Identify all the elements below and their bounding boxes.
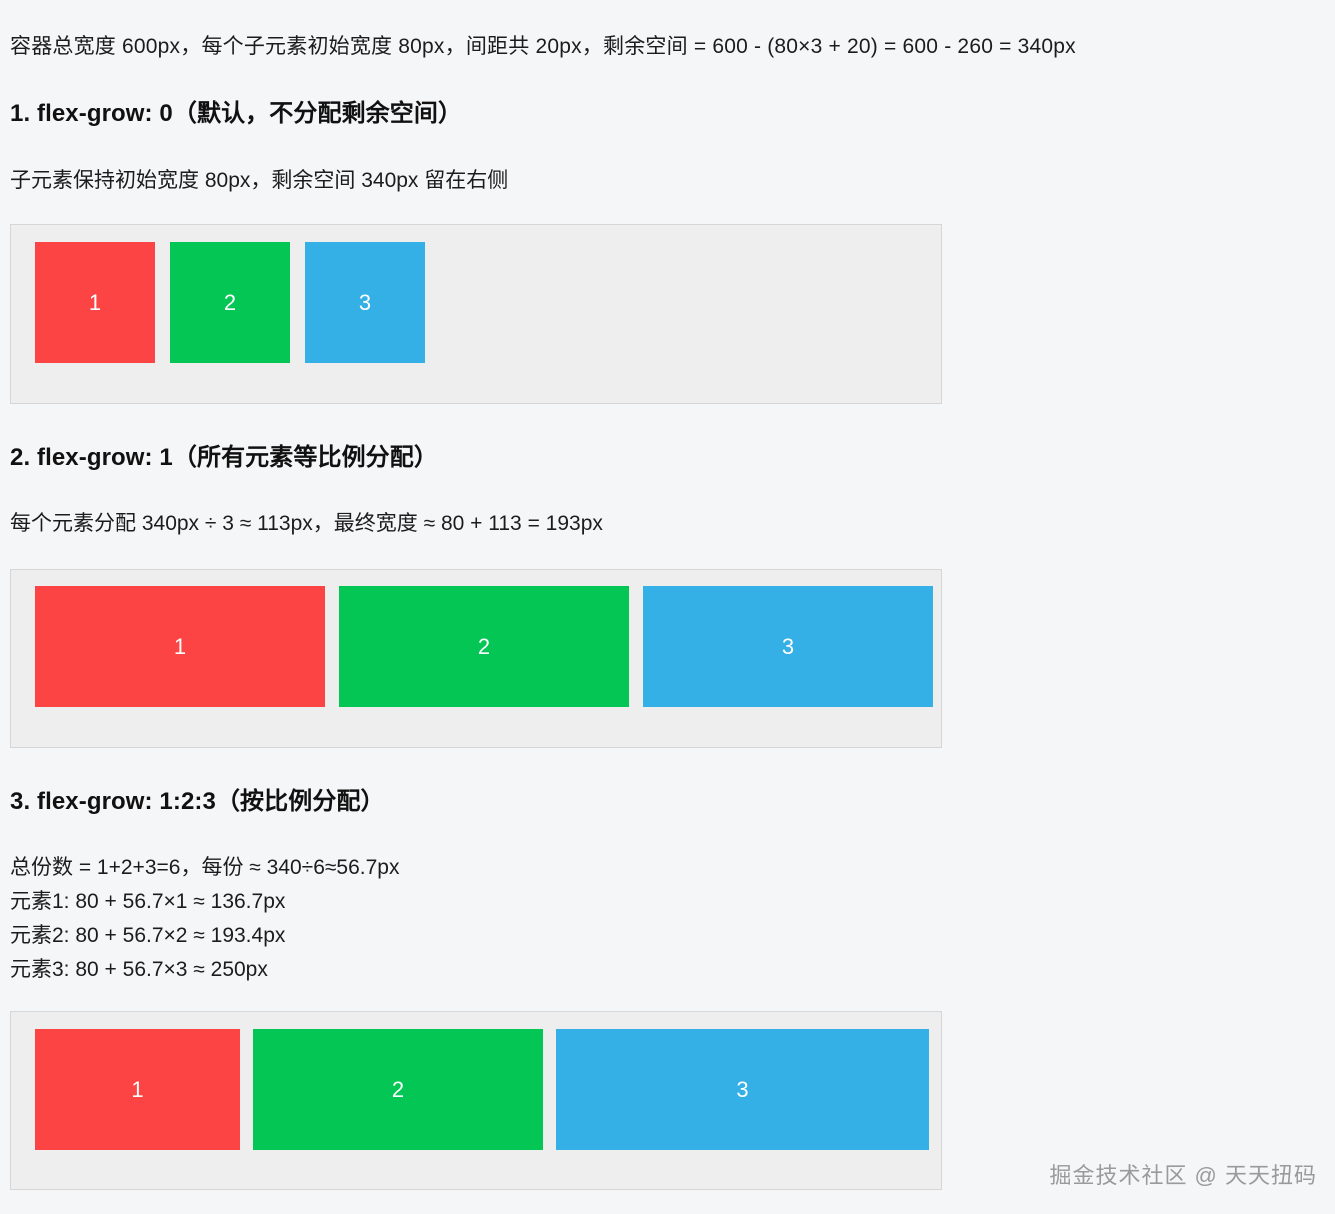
flex-item-gap [629,586,643,707]
flex-item-1: 1 [35,242,155,363]
flex-item-3: 3 [643,586,933,707]
section-title-2: 2. flex-grow: 1（所有元素等比例分配） [10,444,438,471]
demo-1-flex-row: 1 2 3 [35,242,425,363]
demo-container-flex-grow-ratio: 1 2 3 [10,1011,942,1190]
flex-item-gap [290,242,305,363]
section-title-3: 3. flex-grow: 1:2:3（按比例分配） [10,788,385,815]
description-line-4: 元素3: 80 + 56.7×3 ≈ 250px [10,958,268,981]
flex-item-3: 3 [556,1029,929,1150]
flex-item-3: 3 [305,242,425,363]
watermark-text: 掘金技术社区 @ 天天扭码 [1049,1163,1317,1188]
demo-container-flex-grow-1: 1 2 3 [10,569,942,748]
flex-item-gap [325,586,339,707]
flex-item-gap [543,1029,556,1150]
section-description-1: 子元素保持初始宽度 80px，剩余空间 340px 留在右侧 [10,169,509,192]
flex-item-gap [155,242,170,363]
section-description-3: 总份数 = 1+2+3=6，每份 ≈ 340÷6≈56.7px 元素1: 80 … [10,851,399,987]
flex-item-gap [240,1029,253,1150]
flex-item-2: 2 [339,586,629,707]
flex-item-2: 2 [170,242,290,363]
flex-item-1: 1 [35,1029,240,1150]
flex-item-2: 2 [253,1029,543,1150]
description-line-2: 元素1: 80 + 56.7×1 ≈ 136.7px [10,890,286,913]
flex-item-1: 1 [35,586,325,707]
demo-container-flex-grow-0: 1 2 3 [10,224,942,404]
demo-2-flex-row: 1 2 3 [35,586,933,707]
section-description-2: 每个元素分配 340px ÷ 3 ≈ 113px，最终宽度 ≈ 80 + 113… [10,512,603,535]
description-line-3: 元素2: 80 + 56.7×2 ≈ 193.4px [10,924,286,947]
section-title-1: 1. flex-grow: 0（默认，不分配剩余空间） [10,100,463,127]
intro-formula-text: 容器总宽度 600px，每个子元素初始宽度 80px，间距共 20px，剩余空间… [10,35,1076,58]
description-line-1: 总份数 = 1+2+3=6，每份 ≈ 340÷6≈56.7px [10,856,400,879]
demo-3-flex-row: 1 2 3 [35,1029,929,1150]
